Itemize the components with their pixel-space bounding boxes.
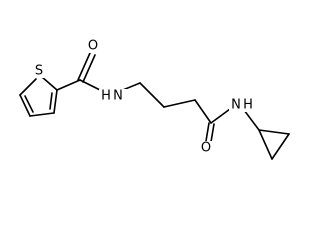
amide-1 bbox=[56, 52, 105, 93]
molecule-structure-diagram: S O H N O N H bbox=[19, 39, 290, 160]
bond-c10-n2 bbox=[210, 108, 231, 124]
bond-c4-c5 bbox=[53, 89, 58, 114]
bond-c12-c13 bbox=[271, 133, 290, 160]
bond-c10-o2-a bbox=[205, 122, 210, 142]
atom-nitrogen-2: N bbox=[231, 98, 241, 113]
bond-c5-c6 bbox=[56, 79, 81, 91]
bond-c3-c4 bbox=[29, 112, 55, 117]
bond-c6-o1-a bbox=[77, 52, 91, 81]
atom-oxygen-1: O bbox=[88, 39, 98, 54]
bond-c7-c8 bbox=[139, 82, 165, 108]
cyclopropyl-ring bbox=[258, 129, 290, 160]
bond-c11-c12 bbox=[258, 129, 290, 135]
atom-sulfur: S bbox=[35, 64, 43, 79]
bond-c6-o1-b bbox=[82, 54, 96, 83]
bond-c10-o2-b bbox=[210, 123, 215, 143]
atom-labels: S O H N O N H bbox=[33, 39, 257, 156]
bond-c4-c5-inner bbox=[49, 92, 53, 110]
atom-hydrogen-2: H bbox=[243, 98, 253, 113]
alkyl-chain bbox=[117, 82, 212, 124]
bond-c8-c9 bbox=[163, 99, 196, 108]
atom-nitrogen-1: N bbox=[113, 89, 123, 104]
bond-c9-c10 bbox=[194, 99, 212, 124]
bond-c5-s1 bbox=[41, 76, 58, 91]
atom-hydrogen-1: H bbox=[101, 89, 111, 104]
bond-c13-c11 bbox=[258, 129, 273, 160]
bond-c2-c3 bbox=[19, 94, 31, 117]
atom-oxygen-2: O bbox=[201, 141, 211, 156]
thiophene-ring bbox=[19, 76, 58, 117]
bond-s1-c2 bbox=[19, 78, 37, 96]
amide-2 bbox=[205, 108, 260, 143]
bond-n2-c11 bbox=[243, 109, 260, 131]
bond-c2-c3-inner bbox=[24, 95, 34, 113]
